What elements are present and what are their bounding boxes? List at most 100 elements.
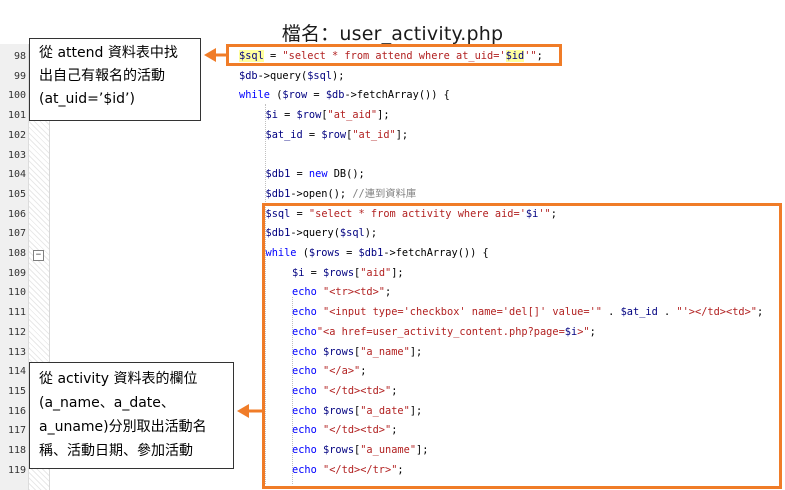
- code-token: $db1: [265, 187, 291, 200]
- code-token: $id: [505, 50, 525, 62]
- line-number: 110: [7, 287, 26, 299]
- line-number: 107: [7, 228, 26, 240]
- code-token: echo: [292, 404, 317, 417]
- code-line[interactable]: echo"<a href=user_activity_content.php?p…: [292, 323, 596, 343]
- code-line[interactable]: echo "</td><td>";: [292, 421, 397, 441]
- code-token: $sql: [239, 50, 264, 62]
- code-token: DB();: [327, 168, 365, 181]
- code-token: );: [364, 227, 378, 240]
- code-token: .: [657, 306, 677, 319]
- line-number: 106: [7, 208, 26, 220]
- code-token: "a_date": [360, 404, 410, 417]
- code-line[interactable]: $sql = "select * from attend where at_ui…: [239, 47, 543, 67]
- code-token: ];: [416, 444, 429, 456]
- line-number: 100: [7, 90, 26, 102]
- code-token: echo: [292, 444, 317, 456]
- code-line[interactable]: echo "</a>";: [292, 362, 366, 382]
- code-token: =: [304, 266, 324, 279]
- code-token: while: [265, 247, 297, 259]
- code-token: "aid": [360, 266, 392, 279]
- code-token: //連到資料庫: [352, 187, 417, 200]
- code-token: [: [354, 345, 361, 358]
- code-token: ;: [385, 286, 392, 299]
- code-token: "<input type='checkbox' name='del[]' val…: [323, 306, 602, 319]
- code-token: "at_aid": [327, 109, 378, 122]
- line-number-gutter: [0, 44, 29, 490]
- code-token: =: [277, 109, 297, 122]
- code-token: $db: [325, 89, 345, 102]
- code-token: '": [538, 207, 551, 220]
- code-line[interactable]: while ($rows = $db1->fetchArray()) {: [266, 244, 489, 264]
- code-line[interactable]: echo "</td><td>";: [292, 382, 397, 402]
- code-token: ;: [550, 207, 557, 220]
- line-number: 109: [7, 267, 26, 279]
- code-token: .: [601, 306, 621, 319]
- code-line[interactable]: echo "<tr><td>";: [292, 283, 391, 303]
- code-token: [: [354, 404, 361, 417]
- code-line[interactable]: echo $rows["a_uname"];: [292, 441, 428, 461]
- code-token: ;: [391, 384, 398, 397]
- file-title: 檔名：user_activity.php: [281, 23, 504, 45]
- code-line[interactable]: $sql = "select * from activity where aid…: [266, 205, 557, 225]
- code-token: "a_uname": [360, 444, 417, 456]
- line-number: 115: [7, 385, 26, 397]
- line-number: 99: [13, 70, 26, 82]
- code-line[interactable]: while ($row = $db->fetchArray()) {: [239, 86, 450, 106]
- code-line[interactable]: $db1 = new DB();: [266, 165, 365, 185]
- annotation-activity-fields: 從 activity 資料表的欄位 (a_name、a_date、 a_unam…: [29, 362, 234, 469]
- code-token: "</td><td>": [323, 384, 392, 397]
- highlight-box-sql-attend: [226, 44, 562, 66]
- line-number: 117: [7, 425, 26, 437]
- line-number: 116: [7, 405, 26, 417]
- line-number: 108: [7, 248, 26, 259]
- annotation-line: 從 activity 資料表的欄位: [39, 371, 198, 387]
- code-line[interactable]: echo "</td></tr>";: [292, 461, 404, 481]
- code-token: "at_id": [352, 128, 396, 141]
- code-line[interactable]: $i = $row["at_aid"];: [266, 106, 390, 126]
- annotation-line: (a_name、a_date、: [39, 395, 175, 411]
- code-line[interactable]: $db1->open(); //連到資料庫: [266, 185, 417, 205]
- code-line[interactable]: echo "<input type='checkbox' name='del[]…: [292, 303, 763, 323]
- code-line[interactable]: $db->query($sql);: [239, 67, 344, 87]
- code-token: echo: [292, 325, 317, 338]
- code-token: $i: [525, 207, 539, 220]
- code-token: ;: [360, 365, 367, 378]
- code-token: echo: [292, 345, 317, 358]
- indent-guide: [292, 297, 293, 484]
- code-token: =: [302, 128, 322, 141]
- code-token: ;: [589, 325, 596, 338]
- line-number: 118: [7, 445, 26, 456]
- code-line[interactable]: $at_id = $row["at_id"];: [266, 126, 409, 146]
- highlight-box-activity-loop: [262, 203, 782, 489]
- code-line[interactable]: echo $rows["a_date"];: [292, 402, 422, 422]
- code-token: $rows: [323, 404, 355, 417]
- line-number: 102: [7, 129, 26, 141]
- code-token: $rows: [323, 444, 355, 456]
- code-line[interactable]: echo $rows["a_name"];: [292, 343, 422, 363]
- code-line[interactable]: $i = $rows["aid"];: [292, 264, 404, 284]
- code-token: $rows: [323, 345, 355, 358]
- code-token: while: [239, 89, 270, 102]
- code-token: [: [346, 128, 353, 141]
- code-token: '": [524, 50, 537, 62]
- line-number: 114: [7, 366, 26, 378]
- code-token: ->query(: [257, 69, 308, 82]
- code-token: echo: [292, 286, 317, 299]
- code-token: ->open();: [290, 187, 353, 200]
- code-token: =: [290, 168, 309, 181]
- code-token: =: [263, 50, 283, 62]
- code-token: ;: [397, 463, 404, 476]
- fold-collapse-icon[interactable]: −: [33, 250, 44, 261]
- code-token: $at_id: [620, 306, 658, 319]
- code-line[interactable]: $db1->query($sql);: [266, 224, 378, 244]
- code-token: );: [332, 69, 345, 82]
- code-token: "</td><td>": [323, 424, 392, 437]
- code-token: ];: [409, 404, 423, 417]
- code-token: ->fetchArray()) {: [344, 89, 450, 102]
- line-number: 101: [7, 110, 26, 122]
- code-token: ;: [757, 306, 764, 319]
- code-token: (: [270, 89, 283, 102]
- code-token: ];: [395, 128, 409, 141]
- code-token: $db1: [358, 247, 384, 259]
- code-token: ;: [536, 50, 543, 62]
